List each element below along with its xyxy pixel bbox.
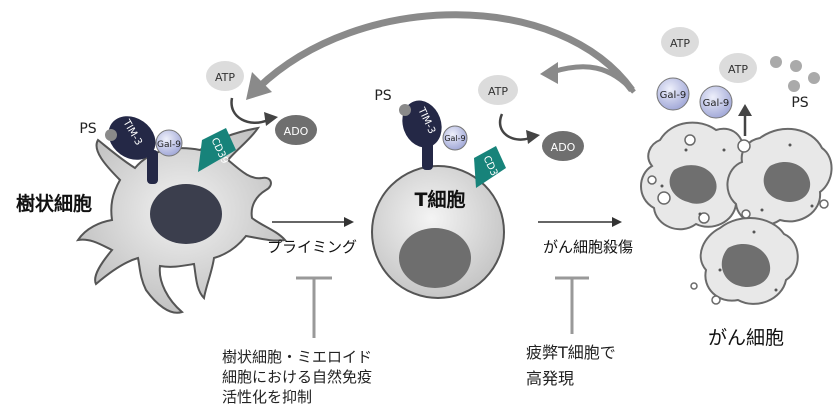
feedback-arrow-short xyxy=(540,62,636,94)
effect-text-left: 樹状細胞・ミエロイド 細胞における自然免疫 活性化を抑制 xyxy=(222,348,372,406)
released-atp-1: ATP xyxy=(661,27,699,57)
released-gal9-1-label: Gal-9 xyxy=(660,90,687,101)
t-cell-atp-label: ATP xyxy=(488,85,508,98)
dendritic-ado-bubble: ADO xyxy=(275,115,317,145)
dendritic-cd39-receptor: CD39 xyxy=(198,128,236,172)
t-cell-ps-label: PS xyxy=(374,88,391,104)
t-cell-ado-bubble: ADO xyxy=(542,131,584,161)
effect-left-line3: 活性化を抑制 xyxy=(222,388,312,406)
inhibition-bar-right xyxy=(555,276,589,334)
released-ps-label: PS xyxy=(791,95,808,111)
dendritic-cell xyxy=(75,126,287,314)
dendritic-ps-label: PS xyxy=(79,121,96,137)
dendritic-gal9-label: Gal-9 xyxy=(157,140,181,150)
priming-label: プライミング xyxy=(267,238,357,256)
release-arrow xyxy=(738,104,752,136)
effect-right-line2: 高発現 xyxy=(526,369,574,388)
inhibition-bar-left xyxy=(296,276,332,338)
dendritic-cell-label: 樹状細胞 xyxy=(16,192,92,215)
released-gal9-1: Gal-9 xyxy=(656,77,690,111)
dendritic-conversion-arrow xyxy=(230,97,278,126)
cancer-cell-label: がん細胞 xyxy=(708,327,784,349)
dendritic-atp-bubble: ATP xyxy=(206,61,244,91)
released-gal9-2: Gal-9 xyxy=(699,85,733,119)
released-atp-2-label: ATP xyxy=(728,63,748,76)
released-atp-1-label: ATP xyxy=(670,37,690,50)
t-cell-tim3-receptor: TIM-3 xyxy=(399,100,442,170)
cancer-cells xyxy=(640,121,833,305)
effect-left-line2: 細胞における自然免疫 xyxy=(222,368,372,386)
t-cell-gal9: Gal-9 xyxy=(442,125,468,151)
t-cell-conversion-arrow xyxy=(498,113,540,144)
effect-left-line1: 樹状細胞・ミエロイド xyxy=(222,348,372,366)
t-cell-atp-bubble: ATP xyxy=(478,75,518,105)
t-cell-cd39-receptor: CD39 xyxy=(474,146,506,188)
dendritic-gal9: Gal-9 xyxy=(155,129,183,157)
effect-right-line1: 疲弊T細胞で xyxy=(526,343,616,362)
t-cell-ado-label: ADO xyxy=(551,141,576,154)
dendritic-tim3-receptor: TIM-3 xyxy=(105,116,158,184)
dendritic-ado-label: ADO xyxy=(284,125,309,138)
released-ps-dots xyxy=(770,56,820,92)
t-cell xyxy=(371,165,505,299)
killing-label: がん細胞殺傷 xyxy=(543,238,633,256)
released-atp-2: ATP xyxy=(719,53,757,83)
t-cell-gal9-label: Gal-9 xyxy=(444,134,465,143)
feedback-arrow-long xyxy=(246,11,635,100)
dendritic-atp-label: ATP xyxy=(215,71,235,84)
t-cell-label: T細胞 xyxy=(415,188,466,211)
effect-text-right: 疲弊T細胞で 高発現 xyxy=(526,343,616,388)
released-gal9-2-label: Gal-9 xyxy=(703,98,730,109)
